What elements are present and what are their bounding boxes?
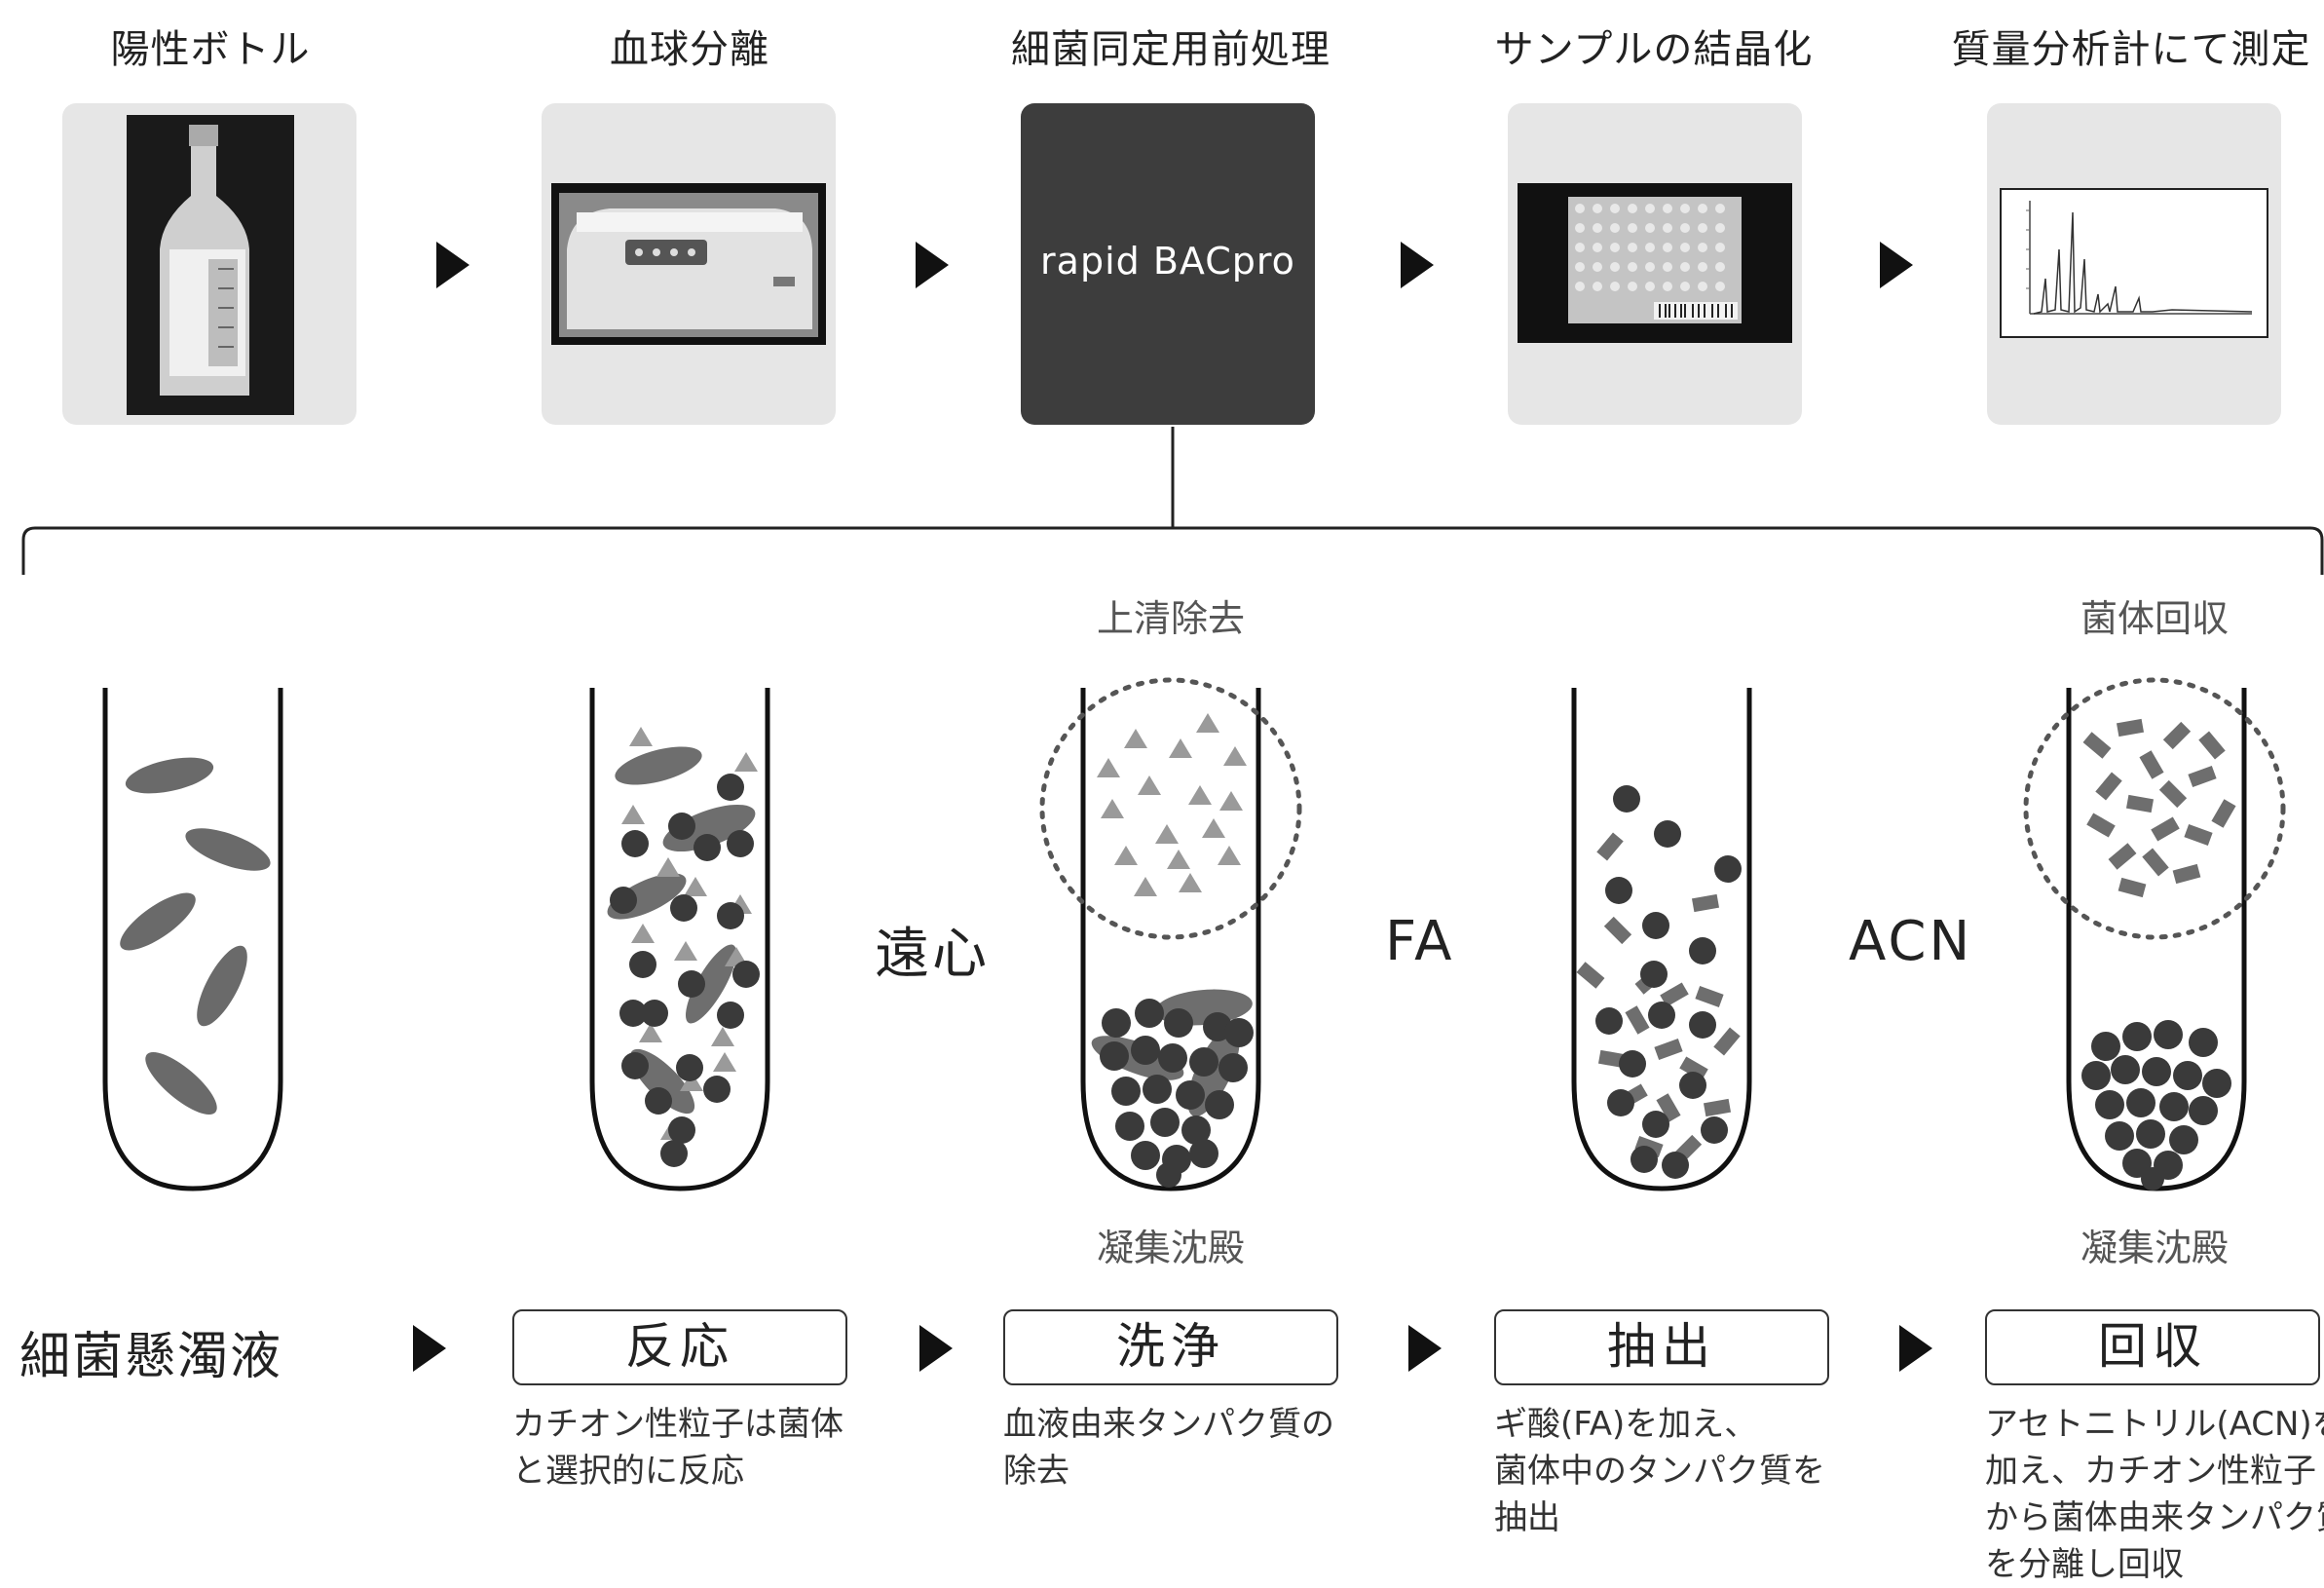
arrow-right-icon [1899, 1325, 1932, 1372]
operation-centrifuge: 遠心 [875, 923, 990, 986]
centrifuge-photo [551, 183, 826, 345]
spectrum-photo [2000, 188, 2268, 338]
step-box-wash: 洗浄 [1003, 1309, 1338, 1385]
rapid-bacpro-card: rapid BACpro [1021, 103, 1315, 425]
annotation-aggregate-precipitation: 凝集沈殿 [1096, 1227, 1245, 1269]
target-plate-photo-card [1508, 103, 1802, 425]
step-title-crystallization: サンプルの結晶化 [1494, 27, 1814, 72]
arrow-right-icon [413, 1325, 446, 1372]
operation-acetonitrile: ACN [1849, 910, 1973, 973]
tube-3-wash [1039, 677, 1302, 1188]
step-box-reaction: 反応 [512, 1309, 847, 1385]
tube-2-reaction [607, 727, 760, 1167]
step-title-mass-spec: 質量分析計にて測定 [1951, 27, 2311, 72]
desc-extraction: ギ酸(FA)を加え、 菌体中のタンパク質を 抽出 [1494, 1405, 1825, 1537]
arrow-right-icon [1401, 242, 1434, 288]
annotation-supernatant-removal: 上清除去 [1096, 597, 1245, 640]
arrow-right-icon [1408, 1325, 1442, 1372]
step-box-recovery: 回収 [1985, 1309, 2320, 1385]
bottle-photo [127, 115, 294, 415]
tube-outlines [102, 688, 2247, 1191]
start-label-suspension: 細菌懸濁液 [19, 1328, 283, 1386]
step-box-extraction: 抽出 [1494, 1309, 1829, 1385]
arrow-right-icon [916, 242, 949, 288]
tube-1-suspension [120, 757, 271, 1115]
tube-4-extraction [1576, 785, 1742, 1179]
step-title-pretreatment: 細菌同定用前処理 [1011, 27, 1331, 72]
arrow-right-icon [436, 242, 469, 288]
step-title-blood-separation: 血球分離 [610, 27, 769, 72]
bottle-photo-card [62, 103, 356, 425]
annotation-bacteria-recovery: 菌体回収 [2080, 597, 2229, 640]
target-plate-photo [1518, 183, 1792, 343]
tube-5-recovery [2023, 677, 2286, 1191]
annotation-aggregate-precipitation: 凝集沈殿 [2080, 1227, 2229, 1269]
desc-reaction: カチオン性粒子は菌体 と選択的に反応 [512, 1405, 843, 1491]
arrow-right-icon [919, 1325, 953, 1372]
product-name: rapid BACpro [1040, 240, 1295, 283]
centrifuge-photo-card [542, 103, 836, 425]
desc-recovery: アセトニトリル(ACN)を 加え、カチオン性粒子 から菌体由来タンパク質 を分離… [1985, 1405, 2324, 1584]
bracket-connector [21, 427, 2324, 575]
operation-formic-acid: FA [1385, 910, 1455, 973]
spectrum-photo-card [1987, 103, 2281, 425]
arrow-right-icon [1880, 242, 1913, 288]
step-title-positive-bottle: 陽性ボトル [110, 27, 311, 72]
desc-wash: 血液由来タンパク質の 除去 [1003, 1405, 1334, 1491]
